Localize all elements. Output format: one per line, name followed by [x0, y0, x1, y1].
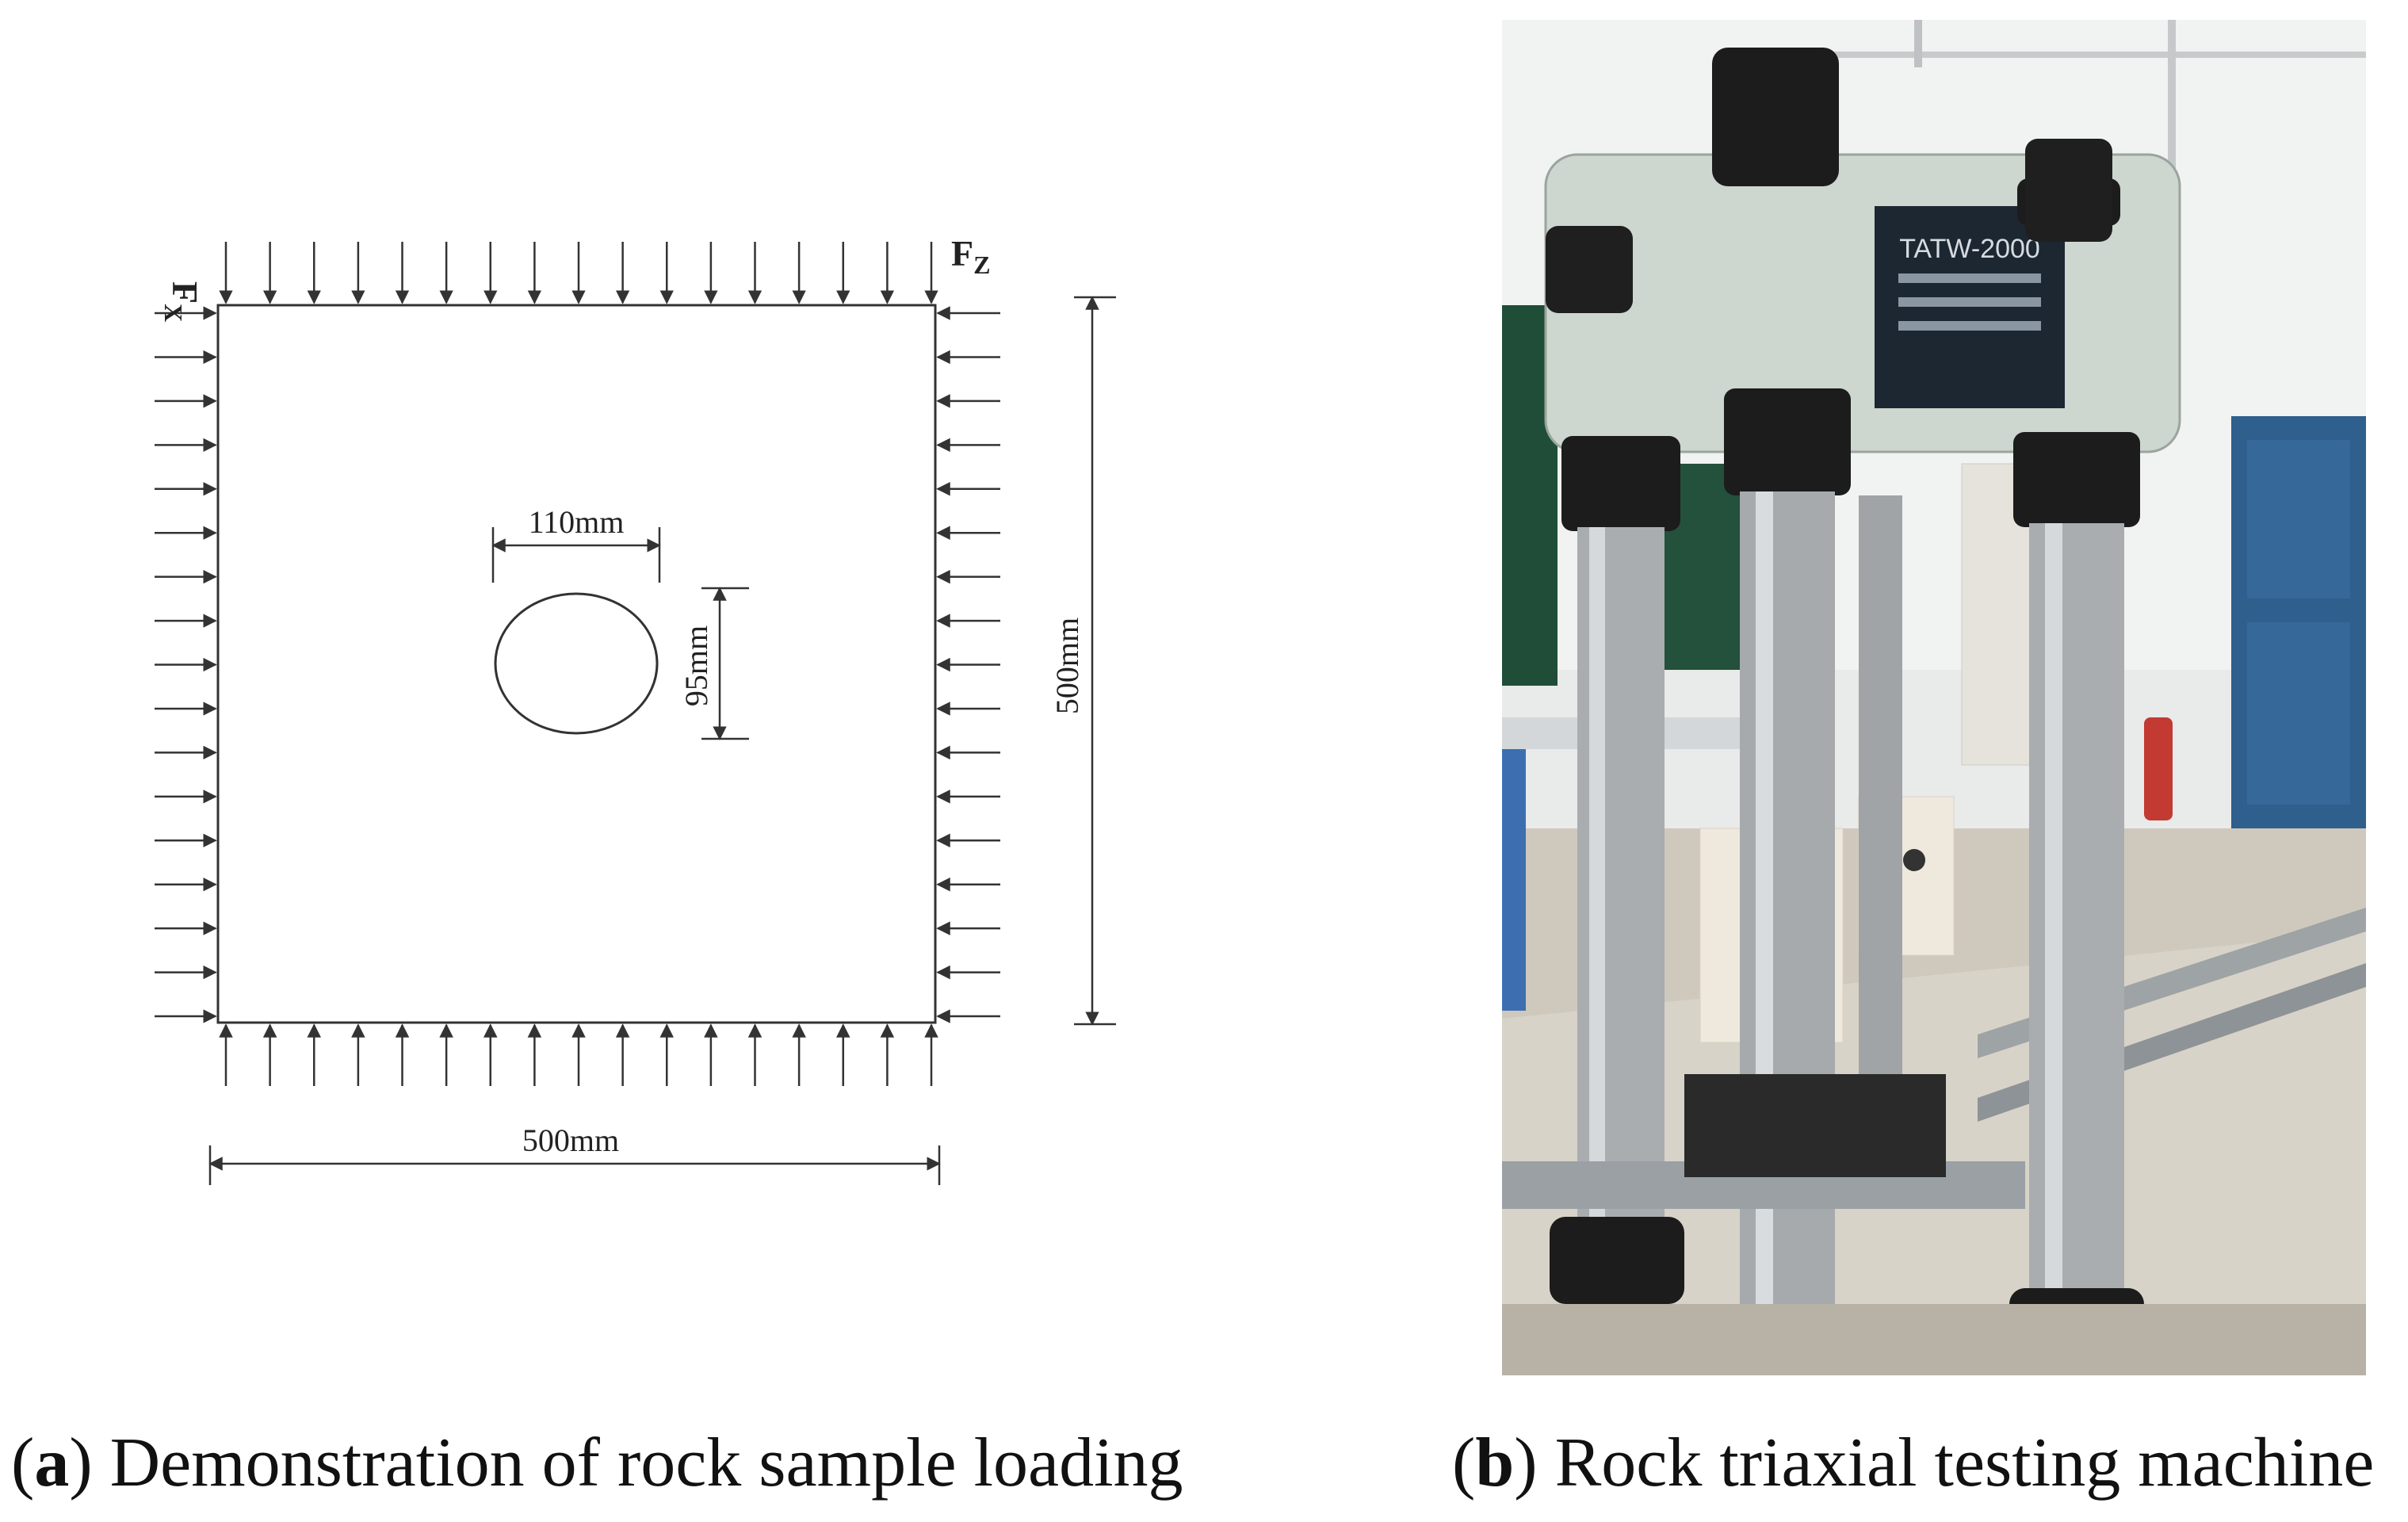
column-right [2029, 523, 2124, 1348]
right-load-arrows [936, 306, 1000, 1023]
top-load-arrows [219, 242, 938, 304]
left-load-arrows [155, 306, 217, 1023]
force-x-label: FX [159, 281, 205, 322]
hole-height-dimension: 95mm [678, 625, 714, 706]
force-z-label: FZ [951, 233, 990, 279]
svg-text:FX: FX [159, 281, 205, 322]
hole-width-dimension: 110mm [529, 504, 625, 540]
caption-a: (a) Demonstration of rock sample loading [11, 1424, 1183, 1501]
machine-nameplate: TATW-2000 [1899, 234, 2040, 264]
bottom-load-arrows [219, 1023, 938, 1086]
sample-height-dimension: 500mm [1049, 618, 1085, 714]
column-center [1740, 491, 1835, 1375]
circular-hole [494, 592, 659, 735]
sample-width-dimension: 500mm [522, 1122, 619, 1158]
rock-sample-outline [216, 304, 937, 1024]
testing-machine-photo: TATW-2000 [1502, 20, 2366, 1375]
loading-diagram: FX FZ 110mm 95mm 500mm 500mm [155, 233, 1116, 1185]
caption-b: (b) Rock triaxial testing machine [1452, 1424, 2375, 1501]
